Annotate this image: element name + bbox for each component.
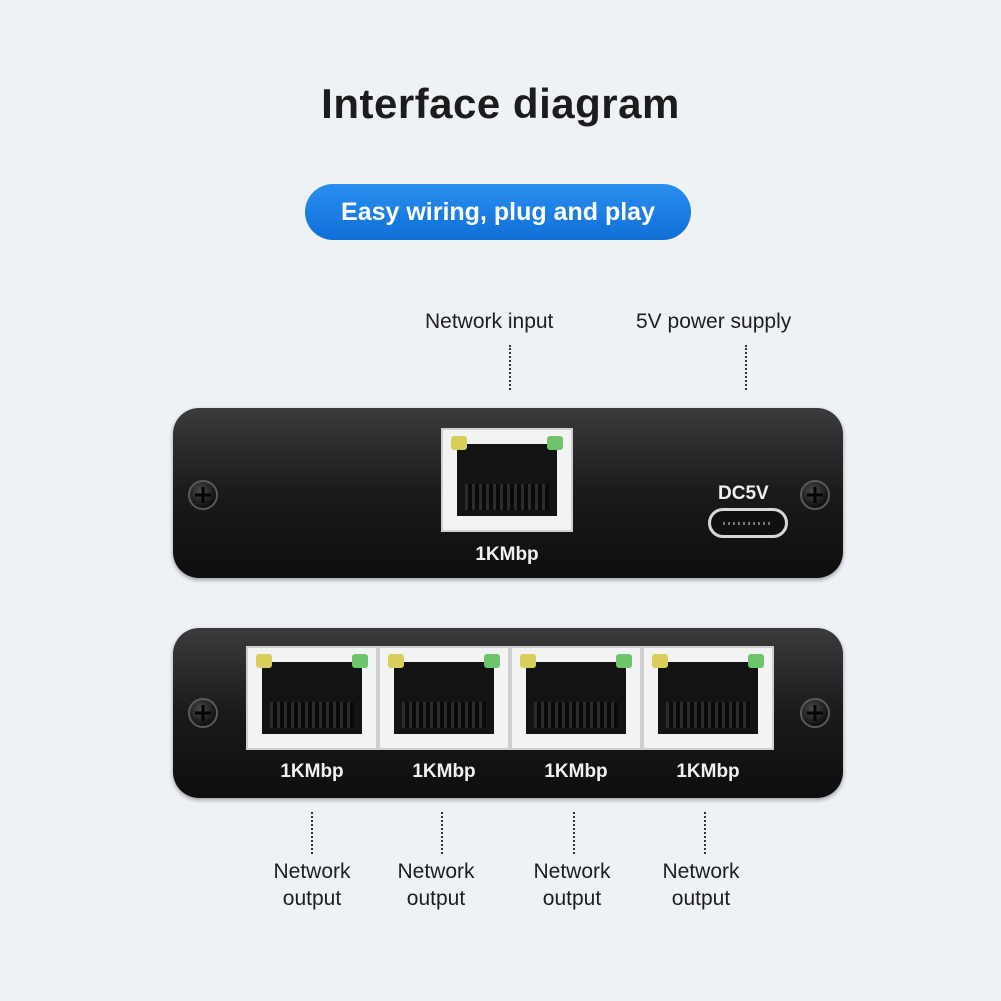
ethernet-output-port[interactable] (642, 646, 774, 750)
output-leader (704, 812, 706, 854)
led-yellow-icon (520, 654, 536, 668)
led-green-icon (352, 654, 368, 668)
rj45-socket-icon (394, 662, 494, 734)
screw-icon (800, 698, 830, 728)
output-leader (573, 812, 575, 854)
led-green-icon (748, 654, 764, 668)
led-green-icon (484, 654, 500, 668)
network-output-label: Network output (522, 858, 622, 912)
network-output-label: Network output (651, 858, 751, 912)
subtitle-text: Easy wiring, plug and play (341, 197, 655, 226)
ethernet-output-port[interactable] (378, 646, 510, 750)
device-front-panel: 1KMbp DC5V (173, 408, 843, 578)
output-leader (311, 812, 313, 854)
label-line: output (671, 887, 731, 910)
subtitle-banner: Easy wiring, plug and play (305, 184, 691, 240)
rj45-socket-icon (457, 444, 557, 516)
label-line: Network (397, 860, 475, 883)
ethernet-output-port[interactable] (510, 646, 642, 750)
input-port-speed: 1KMbp (475, 544, 539, 565)
network-input-label: Network input (425, 310, 554, 333)
output-port-speed: 1KMbp (544, 761, 608, 782)
label-line: output (282, 887, 342, 910)
network-output-label: Network output (386, 858, 486, 912)
label-line: Network (533, 860, 611, 883)
power-supply-leader (745, 345, 747, 390)
output-port-speed: 1KMbp (412, 761, 476, 782)
usb-c-port[interactable] (708, 508, 788, 538)
page-title: Interface diagram (321, 80, 680, 127)
led-green-icon (616, 654, 632, 668)
rj45-socket-icon (526, 662, 626, 734)
network-input-leader (509, 345, 511, 390)
screw-icon (800, 480, 830, 510)
power-supply-label: 5V power supply (636, 310, 792, 333)
rj45-socket-icon (658, 662, 758, 734)
label-line: Network (273, 860, 351, 883)
ethernet-input-port[interactable] (441, 428, 573, 532)
label-line: output (542, 887, 602, 910)
led-yellow-icon (652, 654, 668, 668)
output-port-speed: 1KMbp (676, 761, 740, 782)
rj45-socket-icon (262, 662, 362, 734)
output-port-speed: 1KMbp (280, 761, 344, 782)
label-line: output (406, 887, 466, 910)
label-line: Network (662, 860, 740, 883)
dc5v-label: DC5V (718, 483, 769, 504)
device-back-panel: 1KMbp 1KMbp 1KMbp 1KMbp (173, 628, 843, 798)
network-output-label: Network output (262, 858, 362, 912)
led-yellow-icon (256, 654, 272, 668)
led-yellow-icon (451, 436, 467, 450)
output-leader (441, 812, 443, 854)
screw-icon (188, 698, 218, 728)
led-green-icon (547, 436, 563, 450)
ethernet-output-port[interactable] (246, 646, 378, 750)
led-yellow-icon (388, 654, 404, 668)
screw-icon (188, 480, 218, 510)
